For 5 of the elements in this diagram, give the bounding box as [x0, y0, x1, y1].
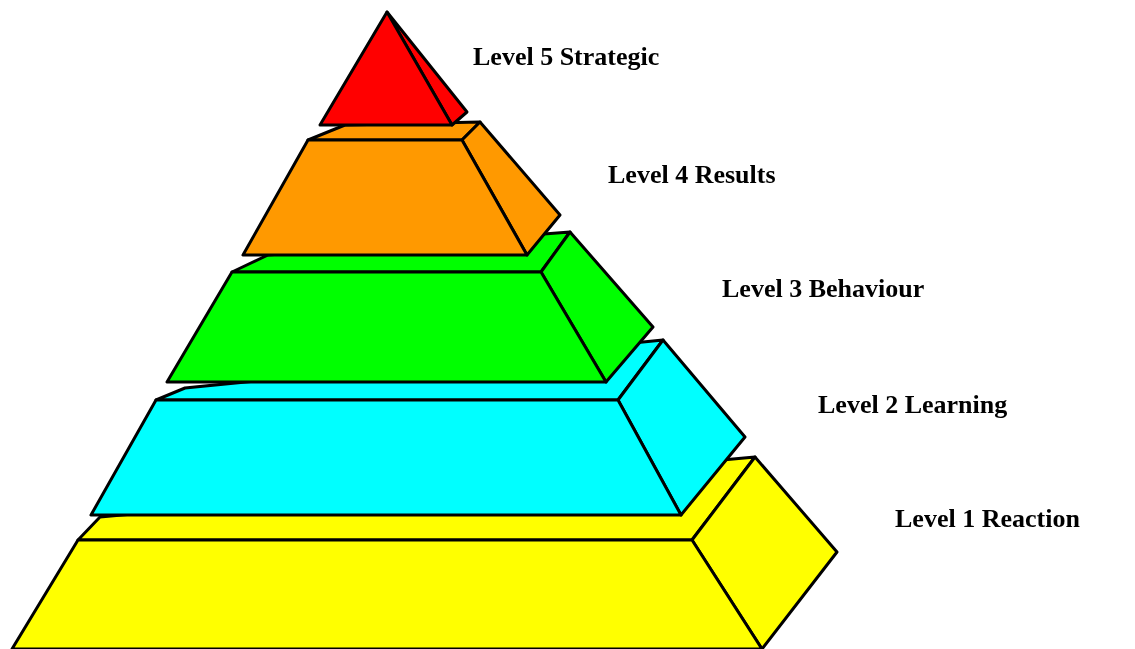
- level-label: Level 1 Reaction: [895, 504, 1080, 534]
- level-label: Level 3 Behaviour: [722, 274, 925, 304]
- level-label: Level 2 Learning: [818, 390, 1008, 420]
- level-label: Level 5 Strategic: [473, 42, 660, 72]
- level-label: Level 4 Results: [608, 160, 776, 190]
